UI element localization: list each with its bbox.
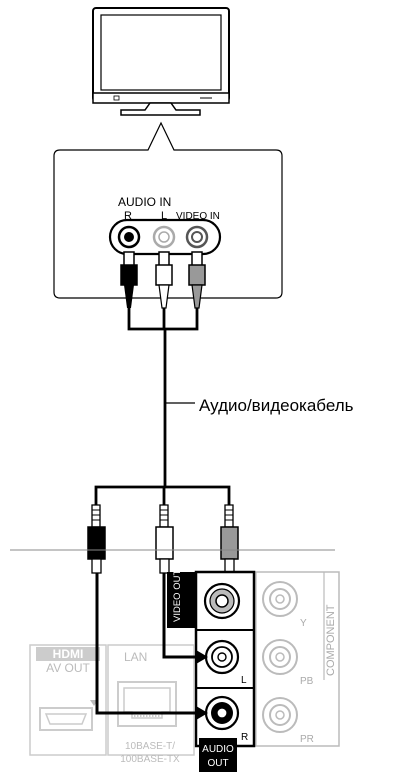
pr-label: PR	[300, 734, 314, 745]
arrow-audio-r	[95, 573, 208, 720]
tv-terminal-callout	[53, 121, 283, 299]
component-pb-jack	[262, 639, 298, 675]
video-out-tab	[167, 572, 195, 628]
tv-jack-l	[152, 225, 176, 249]
tv-jack-r	[117, 225, 141, 249]
hdmi-logo: HDMI	[53, 647, 84, 661]
r-label: R	[241, 732, 248, 743]
lower-plug-video	[220, 504, 239, 574]
lan-block: LAN 10BASE-T/ 100BASE-TX	[107, 644, 195, 765]
tv-illustration	[92, 7, 230, 116]
pb-label: PB	[300, 676, 314, 687]
upper-plug-l	[155, 251, 173, 309]
tv-stand	[120, 102, 201, 116]
jack-l-label: L	[161, 210, 167, 222]
y-label: Y	[300, 618, 307, 629]
audio-out-label-2: OUT	[207, 758, 228, 769]
tv-screen-inner	[100, 14, 222, 91]
tv-button-icon	[113, 95, 120, 101]
player-video-out-jack	[203, 582, 241, 620]
tv-jack-video	[185, 225, 209, 249]
component-y-jack	[262, 581, 298, 617]
lower-plug-audio-r	[87, 504, 106, 574]
player-audio-r-jack	[204, 695, 240, 731]
video-in-label: VIDEO IN	[176, 211, 220, 222]
upper-plug-video	[188, 251, 206, 309]
lan-spec-2: 100BASE-TX	[120, 754, 180, 765]
audio-in-label: AUDIO IN	[118, 195, 171, 209]
component-label: COMPONENT	[325, 604, 337, 676]
component-pr-jack	[262, 697, 298, 733]
lan-spec-1: 10BASE-T/	[125, 741, 175, 752]
av-cable	[94, 308, 231, 505]
jack-r-label: R	[124, 210, 132, 222]
audio-out-tab	[199, 738, 237, 772]
upper-plug-r	[120, 251, 138, 308]
player-audio-l-jack	[204, 639, 240, 675]
l-label: L	[241, 675, 247, 686]
video-out-label: VIDEO OUT	[172, 570, 183, 622]
arrow-audio-l	[162, 573, 208, 664]
lan-label: LAN	[124, 650, 147, 664]
hdmi-label: AV OUT	[46, 661, 90, 675]
audio-out-label-1: AUDIO	[202, 744, 234, 755]
lower-plug-audio-l	[155, 504, 174, 574]
cable-label: Аудио/видеокабель	[199, 396, 354, 415]
